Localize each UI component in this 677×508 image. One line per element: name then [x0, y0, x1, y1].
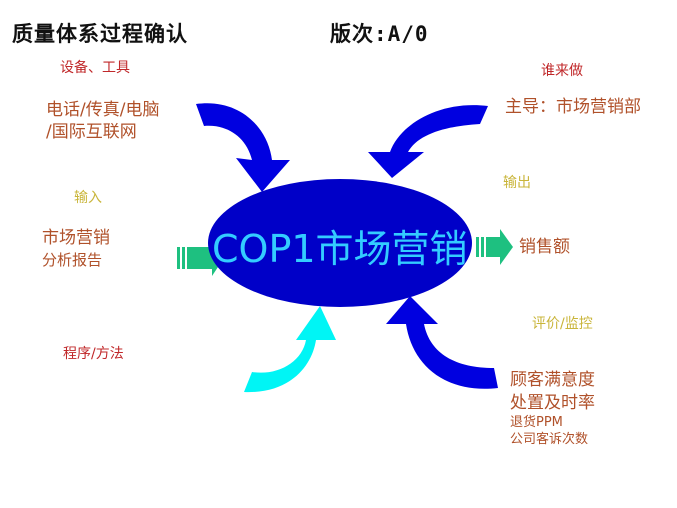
input-line-1: 市场营销 — [42, 228, 110, 248]
evaluation-line-4: 公司客诉次数 — [510, 432, 589, 447]
center-process-label: COP1市场营销 — [212, 227, 468, 271]
equipment-heading: 设备、工具 — [60, 60, 130, 76]
equipment-line-2: /国际互联网 — [46, 122, 137, 142]
page-title: 质量体系过程确认 — [12, 22, 188, 46]
evaluation-line-3: 退货PPM — [510, 415, 563, 430]
evaluation-heading: 评价/监控 — [532, 316, 593, 332]
evaluation-line-1: 顾客满意度 — [510, 370, 595, 390]
output-line-1: 销售额 — [519, 237, 570, 257]
curved-arrow-equipment-icon — [196, 103, 290, 192]
curved-arrow-evaluation-icon — [386, 296, 498, 389]
input-line-2: 分析报告 — [42, 251, 103, 269]
input-heading: 输入 — [74, 190, 102, 206]
who-line-1: 主导：市场营销部 — [505, 97, 641, 117]
output-heading: 输出 — [503, 175, 531, 191]
evaluation-line-2: 处置及时率 — [510, 393, 595, 413]
version-label: 版次:A/0 — [330, 22, 429, 46]
center-process-ellipse — [208, 179, 472, 307]
method-heading: 程序/方法 — [63, 346, 124, 362]
equipment-line-1: 电话/传真/电脑 — [46, 100, 160, 120]
output-arrow-icon — [476, 229, 513, 265]
curved-arrow-method-icon — [244, 306, 336, 393]
curved-arrow-who-icon — [368, 105, 488, 178]
who-heading: 谁来做 — [541, 63, 583, 79]
